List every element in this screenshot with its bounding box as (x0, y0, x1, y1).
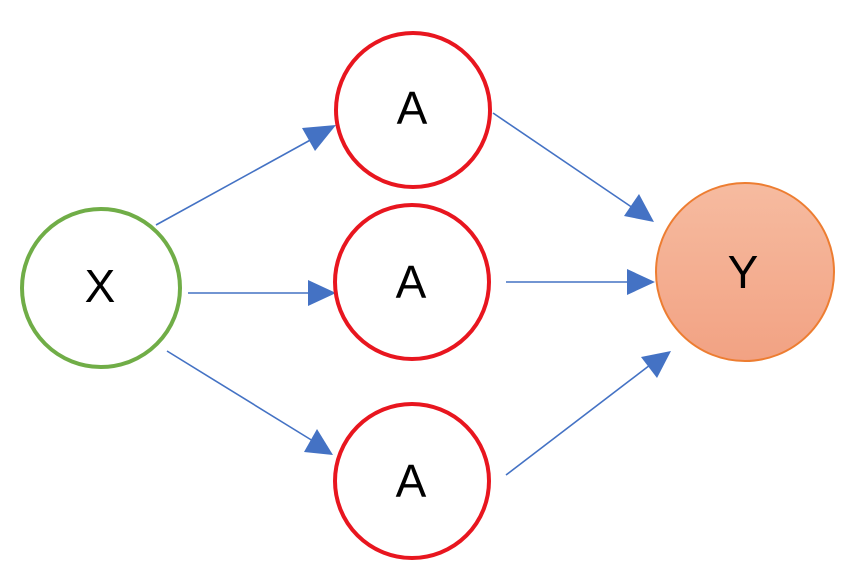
input-node-circle (20, 207, 182, 369)
edge-a3-to-y (505, 364, 651, 476)
arrowhead-a1-to-y (624, 194, 654, 222)
edges (155, 112, 671, 476)
edge-x-to-a3 (166, 350, 314, 442)
arrowhead-a3-to-y (641, 351, 671, 378)
hidden-node-3-circle (333, 402, 491, 560)
arrowhead-x-to-a3 (304, 429, 333, 455)
output-node-circle (655, 182, 835, 362)
edge-a1-to-y (492, 112, 634, 209)
arrowhead-a2-to-y (627, 269, 655, 295)
hidden-node-1-label: A (397, 82, 428, 134)
hidden-node-1-circle (334, 31, 492, 189)
edge-x-to-a1 (155, 137, 315, 226)
input-node: X (20, 207, 182, 369)
hidden-node-3-label: A (396, 455, 427, 507)
arrowhead-x-to-a2 (308, 280, 336, 306)
hidden-node-2-circle (333, 203, 491, 361)
arrowhead-x-to-a1 (302, 125, 336, 151)
output-node-label: Y (728, 246, 759, 298)
input-node-label: X (85, 260, 116, 312)
hidden-node-2: A (333, 203, 491, 361)
hidden-node-2-label: A (396, 256, 427, 308)
hidden-node-3: A (333, 402, 491, 560)
hidden-node-1: A (334, 31, 492, 189)
output-node: Y (655, 182, 835, 362)
